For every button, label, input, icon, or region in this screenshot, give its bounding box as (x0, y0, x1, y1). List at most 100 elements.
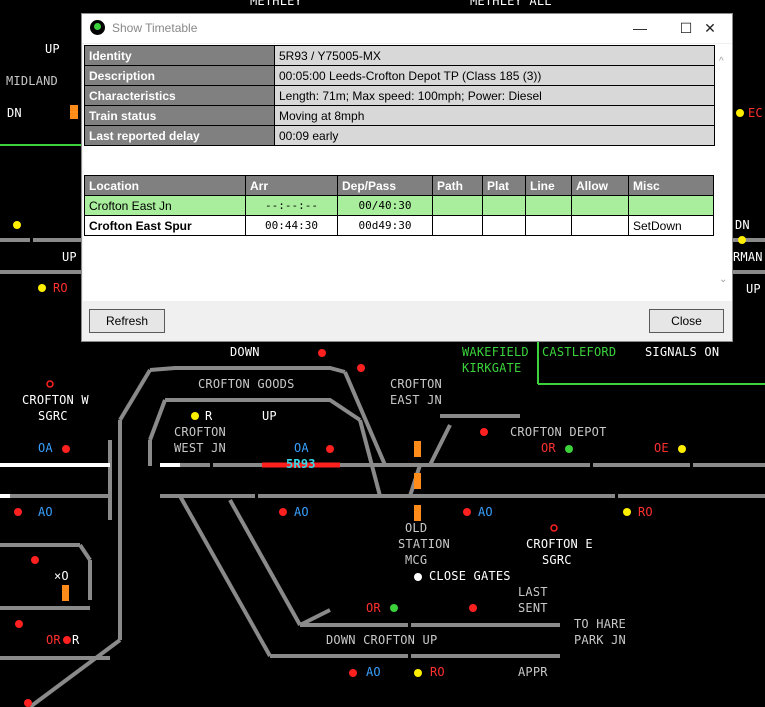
label-crofton-west-jn-2: WEST JN (174, 441, 226, 455)
timetable-table: Location Arr Dep/Pass Path Plat Line All… (84, 175, 714, 236)
label-up-4: UP (262, 409, 277, 423)
label-midland: MIDLAND (6, 74, 58, 88)
info-key: Identity (84, 45, 275, 66)
col-header-dep: Dep/Pass (337, 175, 433, 196)
info-key: Train status (84, 105, 275, 126)
info-value: Length: 71m; Max speed: 100mph; Power: D… (274, 85, 715, 106)
timetable-content: Identity 5R93 / Y75005-MX Description 00… (83, 44, 716, 301)
info-value: 5R93 / Y75005-MX (274, 45, 715, 66)
cell-dep: 00d49:30 (337, 215, 433, 236)
cell-misc (628, 195, 714, 216)
label-old-station-2: STATION (398, 537, 450, 551)
maximize-icon[interactable]: ☐ (679, 20, 693, 36)
table-header-row: Location Arr Dep/Pass Path Plat Line All… (84, 175, 714, 196)
col-header-plat: Plat (482, 175, 526, 196)
label-oa-2: OA (294, 441, 309, 455)
col-header-misc: Misc (628, 175, 714, 196)
label-crofton-w-2: SGRC (38, 409, 68, 423)
label-ec: EC (748, 106, 763, 120)
label-or-1: OR (541, 441, 556, 455)
cell-misc: SetDown (628, 215, 714, 236)
scroll-up-icon[interactable]: ^ (719, 56, 724, 67)
scroll-down-icon[interactable]: ⌄ (719, 274, 728, 285)
cell-allow (571, 195, 629, 216)
table-row[interactable]: Crofton East Spur 00:44:30 00d49:30 SetD… (84, 215, 714, 236)
label-old-station-1: OLD (405, 521, 428, 535)
cell-allow (571, 215, 629, 236)
label-ro-1: RO (53, 281, 68, 295)
label-ro-3: RO (430, 665, 445, 679)
info-key: Last reported delay (84, 125, 275, 146)
info-value: 00:05:00 Leeds-Crofton Depot TP (Class 1… (274, 65, 715, 86)
cell-path (432, 195, 483, 216)
label-crofton-east-jn-1: CROFTON (390, 377, 442, 391)
info-row-description: Description 00:05:00 Leeds-Crofton Depot… (84, 65, 715, 86)
label-up-2: UP (62, 250, 77, 264)
vertical-scrollbar[interactable]: ^ ⌄ (716, 44, 732, 301)
refresh-button[interactable]: Refresh (89, 309, 165, 333)
label-or-3: OR (46, 633, 61, 647)
label-crofton-west-jn-1: CROFTON (174, 425, 226, 439)
cell-arr: --:--:-- (245, 195, 338, 216)
label-up: UP (45, 42, 60, 56)
label-ao-2: AO (294, 505, 309, 519)
col-header-arr: Arr (245, 175, 338, 196)
label-to-hare-2: PARK JN (574, 633, 626, 647)
label-methley-all: METHLEY ALL (470, 0, 552, 8)
label-crofton-e-2: SGRC (542, 553, 572, 567)
info-key: Description (84, 65, 275, 86)
train-headcode[interactable]: 5R93 (286, 457, 316, 471)
window-title: Show Timetable (112, 21, 198, 35)
label-ao-3: AO (478, 505, 493, 519)
label-dn-2: DN (735, 218, 750, 232)
label-down: DOWN (230, 345, 260, 359)
col-header-path: Path (432, 175, 483, 196)
col-header-allow: Allow (571, 175, 629, 196)
label-old-station-3: MCG (405, 553, 428, 567)
info-value: 00:09 early (274, 125, 715, 146)
label-or-2: OR (366, 601, 381, 615)
cell-dep: 00/40:30 (337, 195, 433, 216)
cell-location: Crofton East Jn (84, 195, 246, 216)
close-icon[interactable]: ✕ (704, 20, 716, 36)
minimize-icon[interactable]: — (633, 20, 647, 36)
info-row-identity: Identity 5R93 / Y75005-MX (84, 45, 715, 66)
cell-line (525, 195, 572, 216)
title-bar[interactable]: Show Timetable — ☐ ✕ (82, 14, 732, 43)
label-oe: OE (654, 441, 669, 455)
label-ro-2: RO (638, 505, 653, 519)
label-methley: METHLEY (250, 0, 302, 8)
label-crofton-east-jn-2: EAST JN (390, 393, 442, 407)
label-close-gates[interactable]: CLOSE GATES (429, 569, 511, 583)
label-last-sent-2: SENT (518, 601, 548, 615)
label-crofton-e-1: CROFTON E (526, 537, 593, 551)
label-wakefield: WAKEFIELD (462, 345, 529, 359)
label-castleford: CASTLEFORD (542, 345, 617, 359)
label-up-3: UP (746, 282, 761, 296)
label-ao-4: AO (366, 665, 381, 679)
label-last-sent-1: LAST (518, 585, 548, 599)
col-header-location: Location (84, 175, 246, 196)
app-icon (90, 20, 105, 35)
label-down-crofton-up: DOWN CROFTON UP (326, 633, 438, 647)
label-crofton-goods: CROFTON GOODS (198, 377, 295, 391)
info-value: Moving at 8mph (274, 105, 715, 126)
cell-line (525, 215, 572, 236)
cell-plat (482, 215, 526, 236)
label-dn: DN (7, 106, 22, 120)
label-signals-on: SIGNALS ON (645, 345, 720, 359)
info-row-status: Train status Moving at 8mph (84, 105, 715, 126)
label-oa-1: OA (38, 441, 53, 455)
cell-plat (482, 195, 526, 216)
label-crofton-w-1: CROFTON W (22, 393, 89, 407)
close-button[interactable]: Close (649, 309, 724, 333)
label-ao-1: AO (38, 505, 53, 519)
table-row[interactable]: Crofton East Jn --:--:-- 00/40:30 (84, 195, 714, 216)
label-rman: RMAN (733, 250, 763, 264)
train-info-table: Identity 5R93 / Y75005-MX Description 00… (84, 45, 715, 146)
cell-location: Crofton East Spur (84, 215, 246, 236)
col-header-line: Line (525, 175, 572, 196)
info-key: Characteristics (84, 85, 275, 106)
label-appr: APPR (518, 665, 548, 679)
